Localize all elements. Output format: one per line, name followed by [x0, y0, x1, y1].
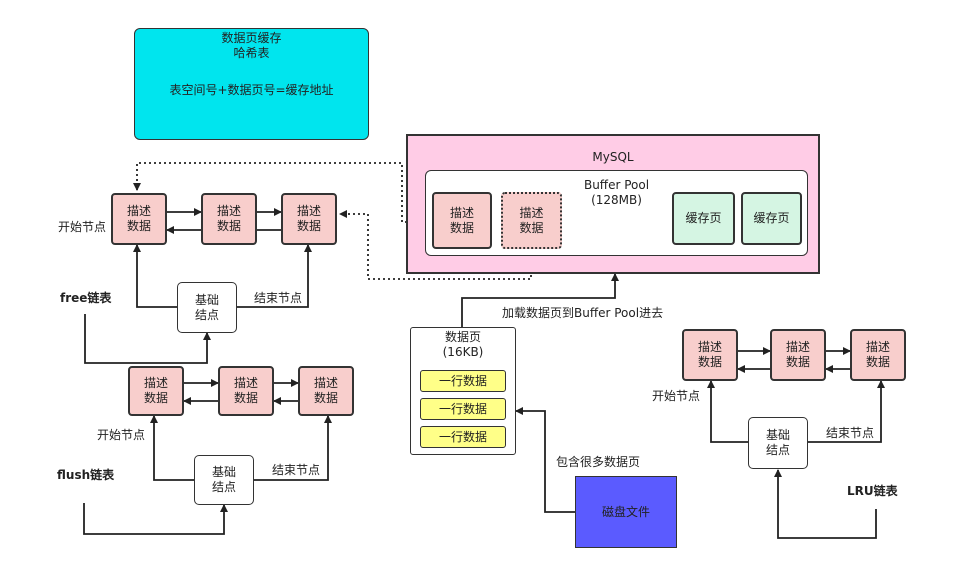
buffer-descriptor-dotted: 描述数据 [501, 192, 562, 249]
free-descriptor-2: 描述数据 [201, 193, 257, 245]
data-page-size: (16KB) [442, 345, 484, 359]
disk-file-box: 磁盘文件 [575, 476, 677, 548]
load-label: 加载数据页到Buffer Pool进去 [502, 306, 664, 320]
arrow-disk-to-page [515, 407, 575, 513]
free-descriptor-1: 描述数据 [111, 193, 167, 245]
hash-table-title: 数据页缓存 [221, 31, 282, 45]
hash-table-subtitle: 哈希表 [233, 46, 270, 60]
flush-descriptor-1: 描述数据 [128, 366, 184, 416]
cache-page-2: 缓存页 [741, 192, 802, 245]
buffer-pool-name: Buffer Pool [583, 178, 650, 192]
free-start-label: 开始节点 [58, 220, 107, 234]
buffer-pool-size: (128MB) [591, 193, 642, 207]
dotted-link-free-end [339, 210, 532, 280]
free-base-node: 基础结点 [177, 282, 237, 333]
lru-descriptor-2: 描述数据 [770, 329, 826, 381]
free-end-label: 结束节点 [254, 291, 303, 305]
contains-label: 包含很多数据页 [556, 455, 641, 469]
data-page-title: 数据页 [444, 330, 481, 344]
free-descriptor-3: 描述数据 [281, 193, 337, 245]
flush-descriptor-3: 描述数据 [298, 366, 354, 416]
lru-base-node: 基础结点 [748, 417, 808, 469]
flush-end-label: 结束节点 [272, 463, 321, 477]
hash-table-formula: 表空间号+数据页号=缓存地址 [169, 83, 334, 97]
data-row-2: 一行数据 [420, 398, 506, 420]
data-row-3: 一行数据 [420, 426, 506, 448]
lru-descriptor-3: 描述数据 [850, 329, 906, 381]
flush-start-label: 开始节点 [97, 428, 146, 442]
arrow-load-to-buffer [461, 273, 619, 327]
free-list-label: free链表 [60, 291, 112, 305]
buffer-descriptor: 描述数据 [432, 192, 492, 249]
flush-base-node: 基础结点 [194, 455, 254, 505]
flush-list-label: flush链表 [57, 468, 115, 482]
lru-start-label: 开始节点 [652, 389, 701, 403]
data-row-1: 一行数据 [420, 370, 506, 392]
lru-list-label: LRU链表 [847, 484, 898, 498]
cache-page-1: 缓存页 [672, 192, 735, 245]
mysql-label: MySQL [592, 150, 634, 164]
hash-table-box: 数据页缓存 哈希表 表空间号+数据页号=缓存地址 [134, 28, 369, 140]
lru-end-label: 结束节点 [826, 426, 875, 440]
lru-descriptor-1: 描述数据 [682, 329, 738, 381]
flush-descriptor-2: 描述数据 [218, 366, 274, 416]
